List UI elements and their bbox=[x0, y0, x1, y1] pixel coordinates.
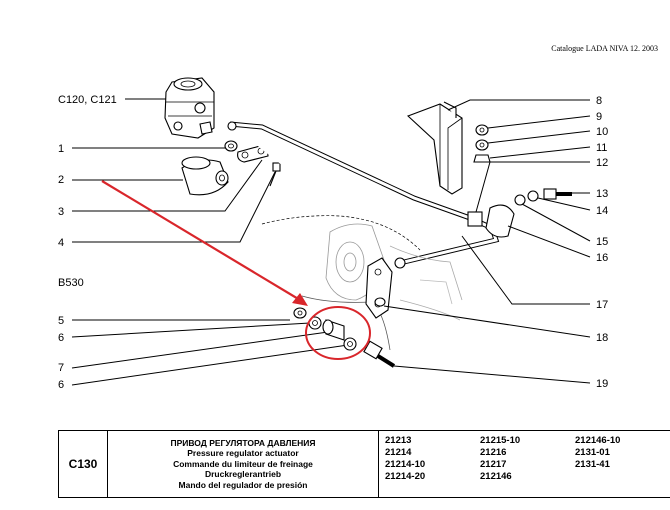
callout-18[interactable]: 18 bbox=[596, 332, 608, 344]
title-block: C130 ПРИВОД РЕГУЛЯТОРА ДАВЛЕНИЯ Pressure… bbox=[58, 430, 670, 498]
model-column-1: 21213 21214 21214-10 21214-20 bbox=[385, 435, 480, 497]
callout-2[interactable]: 2 bbox=[58, 174, 64, 186]
callout-11[interactable]: 11 bbox=[596, 142, 607, 154]
pressure-regulator-illustration bbox=[164, 77, 215, 139]
callout-13[interactable]: 13 bbox=[596, 188, 608, 200]
link-plate bbox=[365, 257, 393, 319]
model-code: 212146 bbox=[480, 471, 512, 482]
callout-b530[interactable]: B530 bbox=[58, 277, 84, 289]
callout-4[interactable]: 4 bbox=[58, 237, 64, 249]
model-code: 21214-10 bbox=[385, 459, 426, 470]
callout-10[interactable]: 10 bbox=[596, 126, 608, 138]
left-leaders bbox=[71, 98, 349, 386]
title-spanish: Mando del regulador de presión bbox=[178, 479, 308, 490]
callout-15[interactable]: 15 bbox=[596, 236, 608, 248]
bushings-group bbox=[293, 307, 396, 368]
callout-6-upper[interactable]: 6 bbox=[58, 332, 64, 344]
callout-14[interactable]: 14 bbox=[596, 205, 608, 217]
rod-bracket bbox=[406, 101, 491, 195]
model-code: 21214 bbox=[385, 447, 412, 458]
model-code: 2131-41 bbox=[575, 459, 610, 470]
callout-12[interactable]: 12 bbox=[596, 157, 608, 169]
model-column-3: 212146-10 2131-01 2131-41 bbox=[575, 435, 670, 497]
model-code: 21215-10 bbox=[480, 435, 521, 446]
red-arrowhead bbox=[292, 293, 308, 306]
callout-3[interactable]: 3 bbox=[58, 206, 64, 218]
page-code: C130 bbox=[58, 431, 108, 497]
callout-19[interactable]: 19 bbox=[596, 378, 608, 390]
left-callouts: C120, C121 1 2 3 4 B530 5 6 7 6 bbox=[58, 94, 117, 391]
title-german: Druckreglerantrieb bbox=[204, 469, 282, 480]
rod-clamp bbox=[467, 188, 572, 238]
model-list: 21213 21214 21214-10 21214-20 21215-10 2… bbox=[379, 431, 670, 497]
callout-6-lower[interactable]: 6 bbox=[58, 379, 64, 391]
callout-7[interactable]: 7 bbox=[58, 362, 64, 374]
cap-and-bushing bbox=[181, 140, 238, 196]
model-code: 21213 bbox=[385, 435, 412, 446]
title-english: Pressure regulator actuator bbox=[187, 448, 299, 459]
callout-c120-c121[interactable]: C120, C121 bbox=[58, 94, 117, 106]
callout-8[interactable]: 8 bbox=[596, 95, 602, 107]
model-code: 212146-10 bbox=[575, 435, 621, 446]
catalog-label: Catalogue LADA NIVA 12. 2003 bbox=[551, 44, 658, 53]
title-russian: ПРИВОД РЕГУЛЯТОРА ДАВЛЕНИЯ bbox=[170, 437, 316, 448]
right-callouts: 8 9 10 11 12 13 14 15 16 17 18 19 bbox=[596, 95, 608, 390]
callout-5[interactable]: 5 bbox=[58, 315, 64, 327]
callout-17[interactable]: 17 bbox=[596, 299, 608, 311]
red-highlight-circle bbox=[305, 306, 371, 360]
model-column-2: 21215-10 21216 21217 212146 bbox=[480, 435, 575, 497]
callout-1[interactable]: 1 bbox=[58, 143, 64, 155]
model-code: 2131-01 bbox=[575, 447, 610, 458]
model-code: 21217 bbox=[480, 459, 507, 470]
callout-9[interactable]: 9 bbox=[596, 111, 602, 123]
title-french: Commande du limiteur de freinage bbox=[173, 458, 313, 469]
model-code: 21216 bbox=[480, 447, 507, 458]
model-code: 21214-20 bbox=[385, 471, 426, 482]
exploded-parts-diagram: C120, C121 1 2 3 4 B530 5 6 7 6 bbox=[58, 77, 608, 391]
title-descriptions: ПРИВОД РЕГУЛЯТОРА ДАВЛЕНИЯ Pressure regu… bbox=[108, 431, 379, 497]
right-leaders bbox=[383, 99, 591, 384]
callout-16[interactable]: 16 bbox=[596, 252, 608, 264]
red-annotation bbox=[101, 180, 371, 360]
